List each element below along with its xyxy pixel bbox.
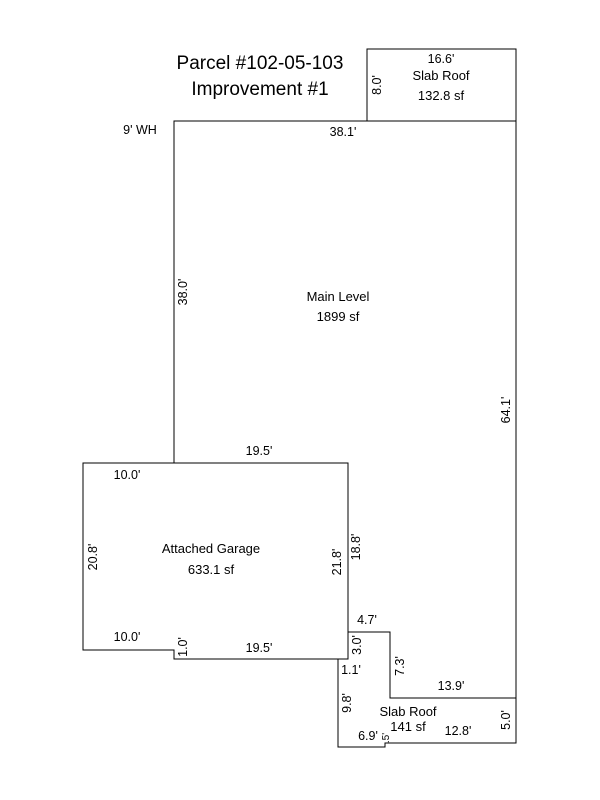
dim-slab-bottom-bottom-right: 12.8': [445, 724, 472, 738]
dim-garage-bottom-left: 10.0': [114, 630, 141, 644]
dim-main-inner-right: 18.8': [349, 534, 363, 561]
attached-garage-label: Attached Garage: [162, 541, 260, 556]
parcel-title: Parcel #102-05-103: [176, 53, 344, 74]
dim-main-right: 64.1': [499, 397, 513, 424]
dim-notch-left: 3.0': [350, 635, 364, 655]
improvement-title: Improvement #1: [191, 79, 329, 100]
main-level-label: Main Level: [307, 289, 370, 304]
water-heater-note: 9' WH: [123, 123, 157, 137]
dim-notch-right: 7.3': [393, 656, 407, 676]
dim-slab-bottom-bottom-left: 6.9': [358, 729, 378, 743]
slab-roof-bottom-outline: [337, 631, 517, 748]
slab-roof-bottom-size: 141 sf: [390, 719, 426, 734]
dim-main-garage-shared: 19.5': [246, 444, 273, 458]
dim-garage-top: 10.0': [114, 468, 141, 482]
dim-main-left: 38.0': [176, 279, 190, 306]
dim-slab-bottom-left: 9.8': [340, 693, 354, 713]
dim-notch-top: 4.7': [357, 613, 377, 627]
attached-garage-outline: [82, 462, 349, 660]
main-level-outline: [173, 120, 517, 699]
dim-slab-bottom-top: 13.9': [438, 679, 465, 693]
dim-slab-bottom-step: .5': [381, 733, 392, 743]
attached-garage-size: 633.1 sf: [188, 562, 235, 577]
dim-slab-top-top: 16.6': [428, 52, 455, 66]
slab-roof-top-size: 132.8 sf: [418, 88, 465, 103]
dim-slab-top-side: 8.0': [370, 75, 384, 95]
dim-garage-right: 21.8': [330, 549, 344, 576]
slab-roof-top-label: Slab Roof: [412, 68, 469, 83]
dim-main-top: 38.1': [330, 125, 357, 139]
slab-roof-bottom-label: Slab Roof: [379, 704, 436, 719]
dim-garage-left: 20.8': [86, 544, 100, 571]
dim-slab-bottom-right: 5.0': [499, 710, 513, 730]
main-level-size: 1899 sf: [317, 309, 360, 324]
dim-garage-step: 1.0': [176, 637, 190, 657]
dim-garage-bottom: 19.5': [246, 641, 273, 655]
dim-notch-step: 1.1': [341, 663, 361, 677]
